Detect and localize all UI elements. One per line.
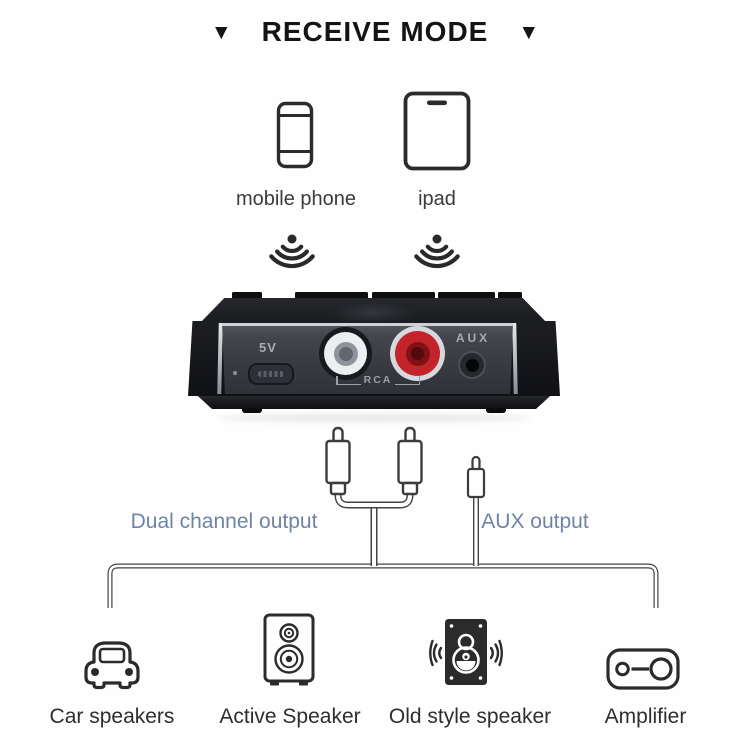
usb-c-port — [248, 363, 294, 385]
page-title: RECEIVE MODE — [261, 16, 489, 47]
down-triangle-icon: ▼ — [210, 20, 232, 44]
distribution-line — [107, 563, 659, 608]
rca-y-cable — [334, 488, 414, 509]
cable-diagram — [90, 420, 680, 616]
aux-output-label: AUX output — [481, 510, 589, 533]
wireless-signal-icon — [407, 231, 467, 277]
down-triangle-icon: ▼ — [518, 20, 540, 44]
power-port-label: 5V — [259, 340, 277, 355]
rca-jack-red — [390, 326, 445, 381]
rca-plug-right — [397, 426, 423, 496]
tablet-icon — [403, 91, 471, 171]
car-icon — [80, 638, 144, 690]
device-rear-panel: 5V RCA AUX — [222, 323, 513, 394]
rca-label: RCA — [363, 374, 393, 386]
aux-port-label: AUX — [455, 331, 491, 345]
smartphone-icon — [276, 101, 314, 169]
device-foot — [242, 408, 262, 413]
wireless-signal-icon — [262, 231, 322, 277]
aux-jack — [458, 351, 486, 379]
rca-bracket-label: RCA — [336, 372, 420, 385]
rca-plug-left — [325, 426, 351, 496]
usb-c-pins — [258, 371, 284, 377]
header: ▼ RECEIVE MODE ▼ — [0, 16, 750, 48]
device-foot — [486, 408, 506, 413]
destination-label-old-style-speaker: Old style speaker — [388, 705, 552, 728]
device-top-button — [372, 292, 435, 299]
receiver-device: 5V RCA AUX — [188, 288, 560, 424]
vintage-speaker-icon — [428, 617, 504, 689]
status-led — [233, 371, 237, 375]
source-label-mobile-phone: mobile phone — [235, 188, 357, 210]
destination-label-amplifier: Amplifier — [604, 705, 687, 728]
device-top-surface — [200, 298, 547, 323]
destination-label-active-speaker: Active Speaker — [219, 705, 361, 728]
aux-plug — [466, 455, 486, 499]
panel-top-edge — [222, 323, 513, 326]
device-top-button — [498, 292, 522, 299]
destination-label-car-speakers: Car speakers — [49, 705, 175, 728]
device-shadow — [218, 414, 530, 422]
device-top-button — [295, 292, 368, 299]
bracket-line — [337, 383, 361, 385]
bookshelf-speaker-icon — [263, 613, 315, 687]
bracket-tick — [418, 376, 420, 385]
source-label-ipad: ipad — [418, 188, 456, 210]
device-bottom-bevel — [197, 396, 551, 409]
device-top-button — [232, 292, 262, 299]
bracket-tick — [336, 376, 338, 385]
amplifier-icon — [606, 648, 680, 690]
dual-channel-output-label: Dual channel output — [130, 510, 318, 533]
device-top-button — [438, 292, 495, 299]
rca-jack-white — [319, 327, 372, 380]
bracket-line — [395, 383, 419, 385]
